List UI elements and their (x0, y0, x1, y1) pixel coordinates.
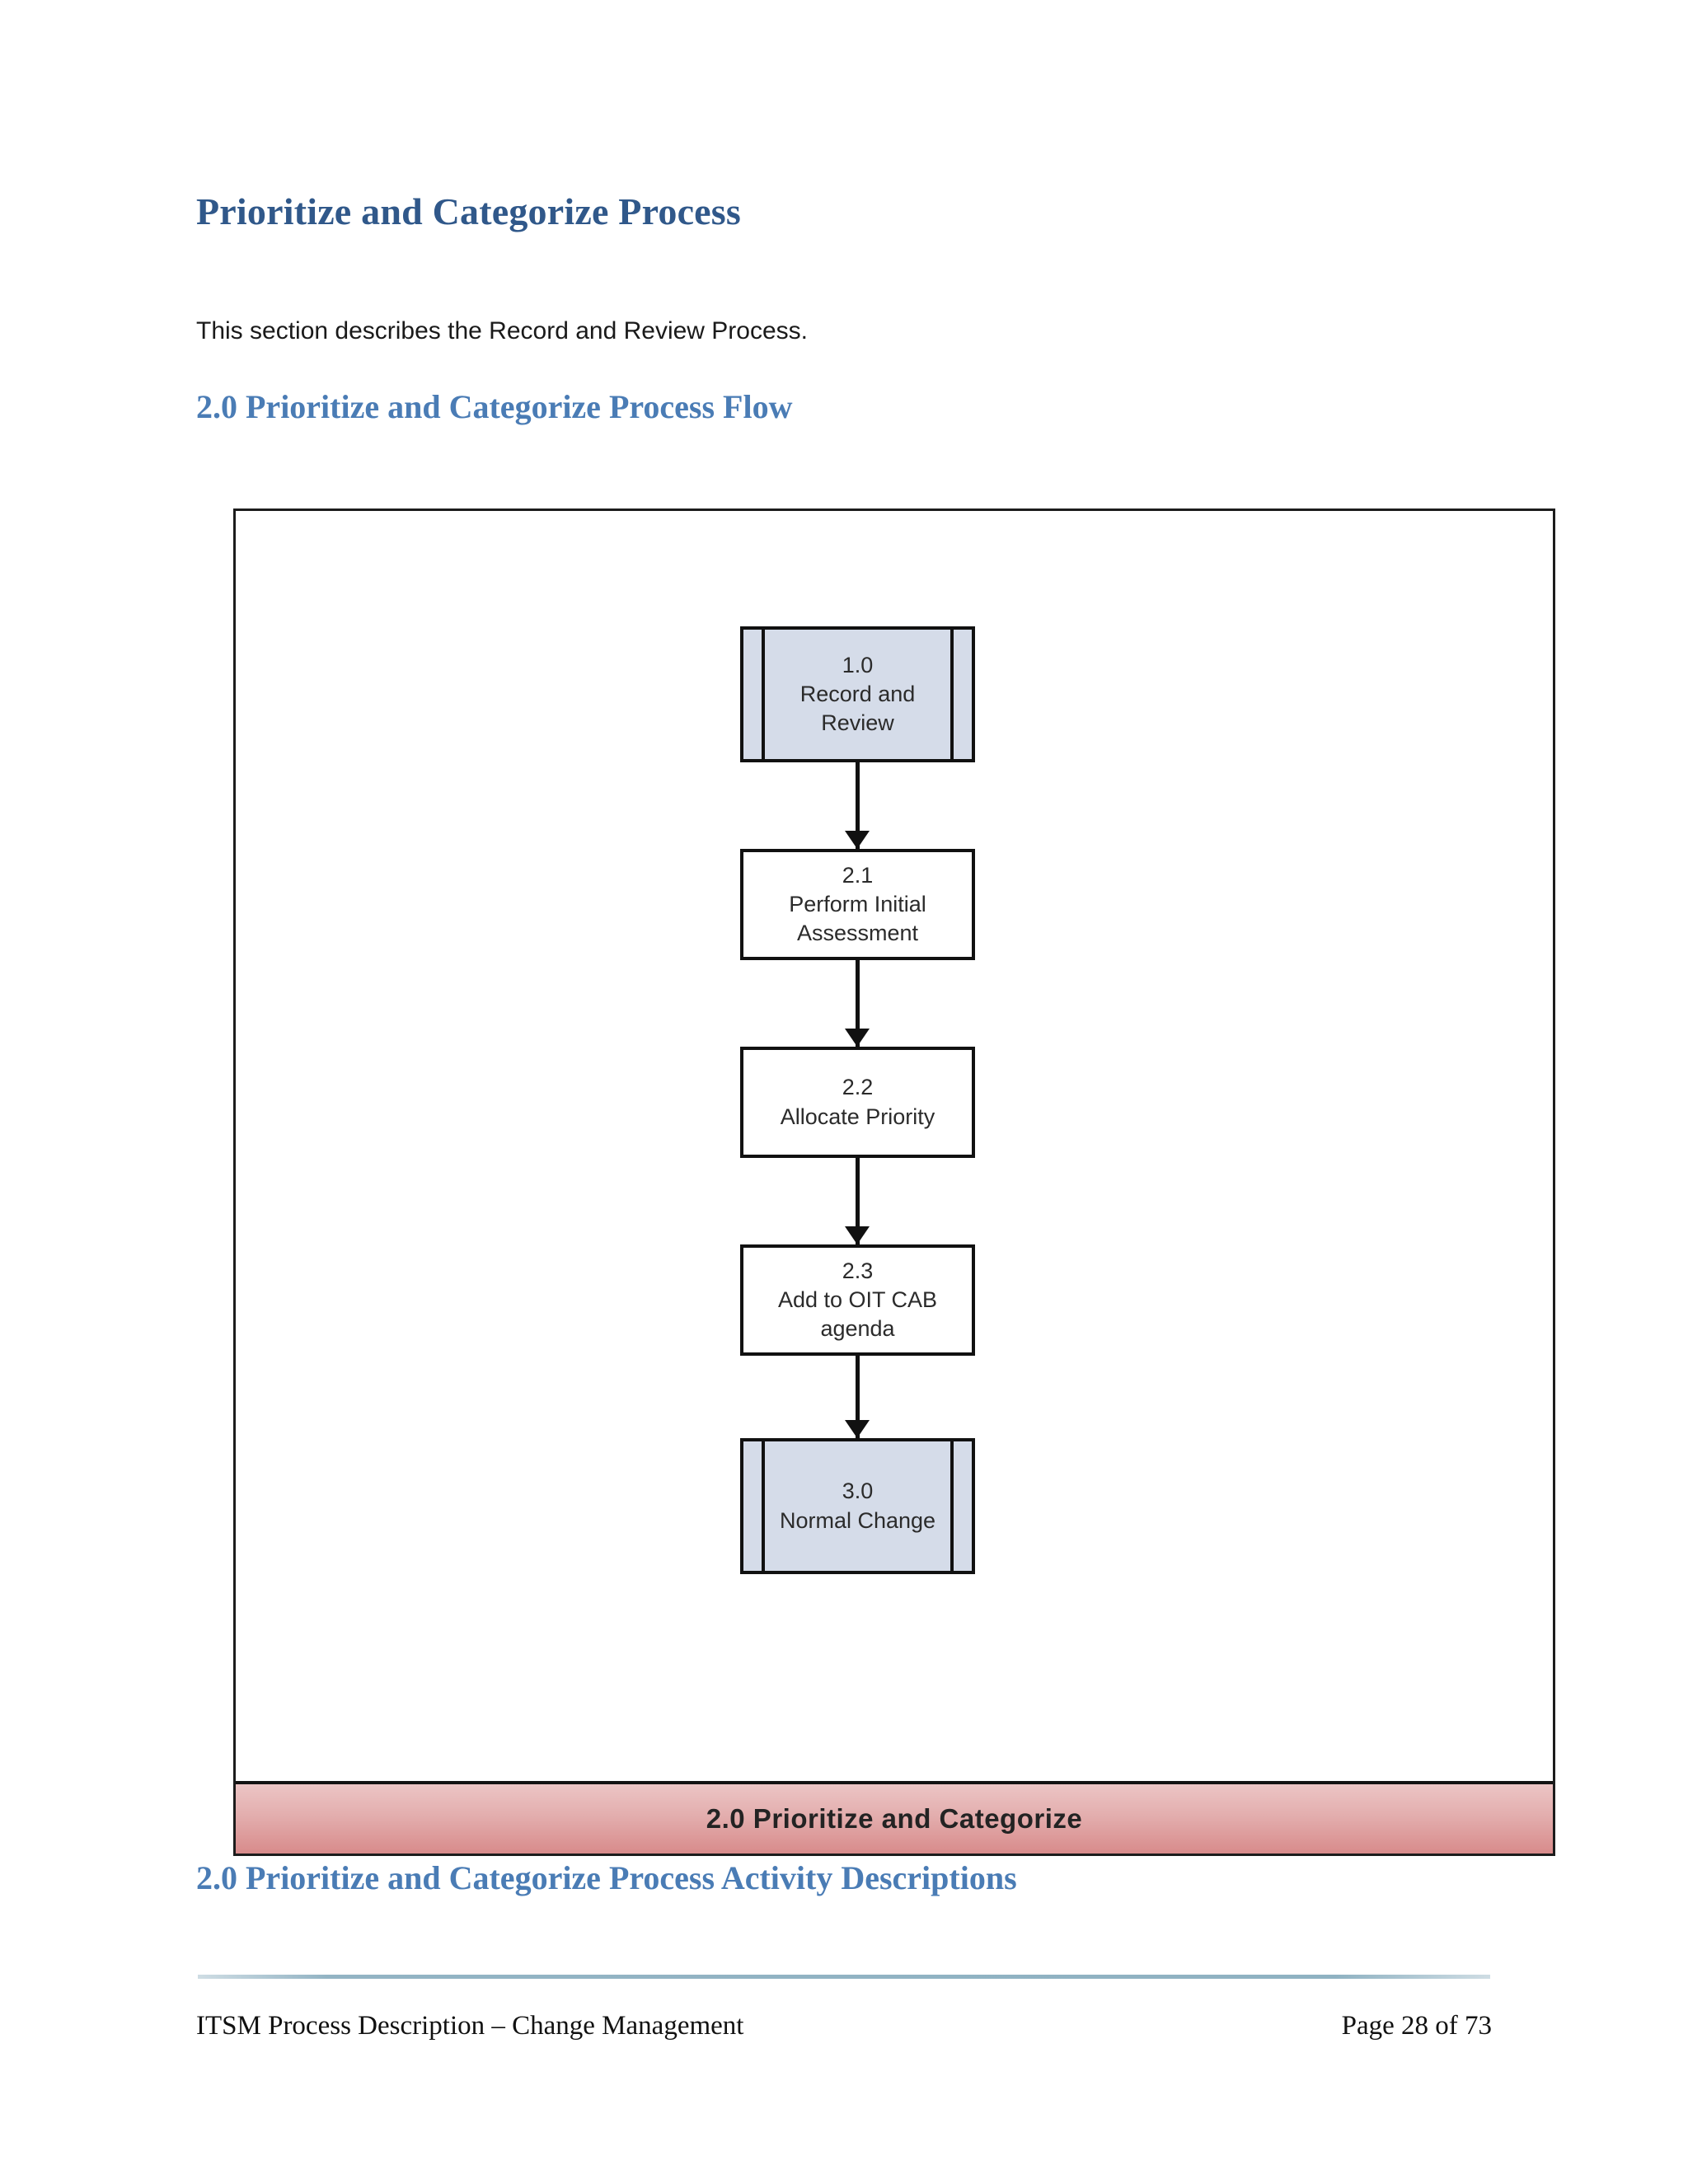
footer-document-title: ITSM Process Description – Change Manage… (196, 2011, 744, 2041)
connector-2-2-to-2-3 (856, 1158, 860, 1244)
footer-page-number: Page 28 of 73 (1341, 2011, 1492, 2041)
arrowhead-1-0-to-2-1 (845, 831, 870, 849)
arrowhead-2-2-to-2-3 (845, 1226, 870, 1244)
footer-divider (198, 1975, 1490, 1979)
connector-2-3-to-3-0 (856, 1356, 860, 1438)
connector-1-0-to-2-1 (856, 762, 860, 849)
connector-2-1-to-2-2 (856, 960, 860, 1047)
intro-paragraph: This section describes the Record and Re… (196, 317, 809, 344)
heading-activity-descriptions: 2.0 Prioritize and Categorize Process Ac… (196, 1859, 1017, 1896)
page-title: Prioritize and Categorize Process (196, 190, 741, 232)
heading-process-flow: 2.0 Prioritize and Categorize Process Fl… (196, 388, 793, 425)
arrowhead-2-1-to-2-2 (845, 1029, 870, 1047)
swimlane-banner: 2.0 Prioritize and Categorize (236, 1781, 1553, 1854)
swimlane-label: 2.0 Prioritize and Categorize (706, 1803, 1083, 1834)
arrowhead-2-3-to-3-0 (845, 1420, 870, 1438)
